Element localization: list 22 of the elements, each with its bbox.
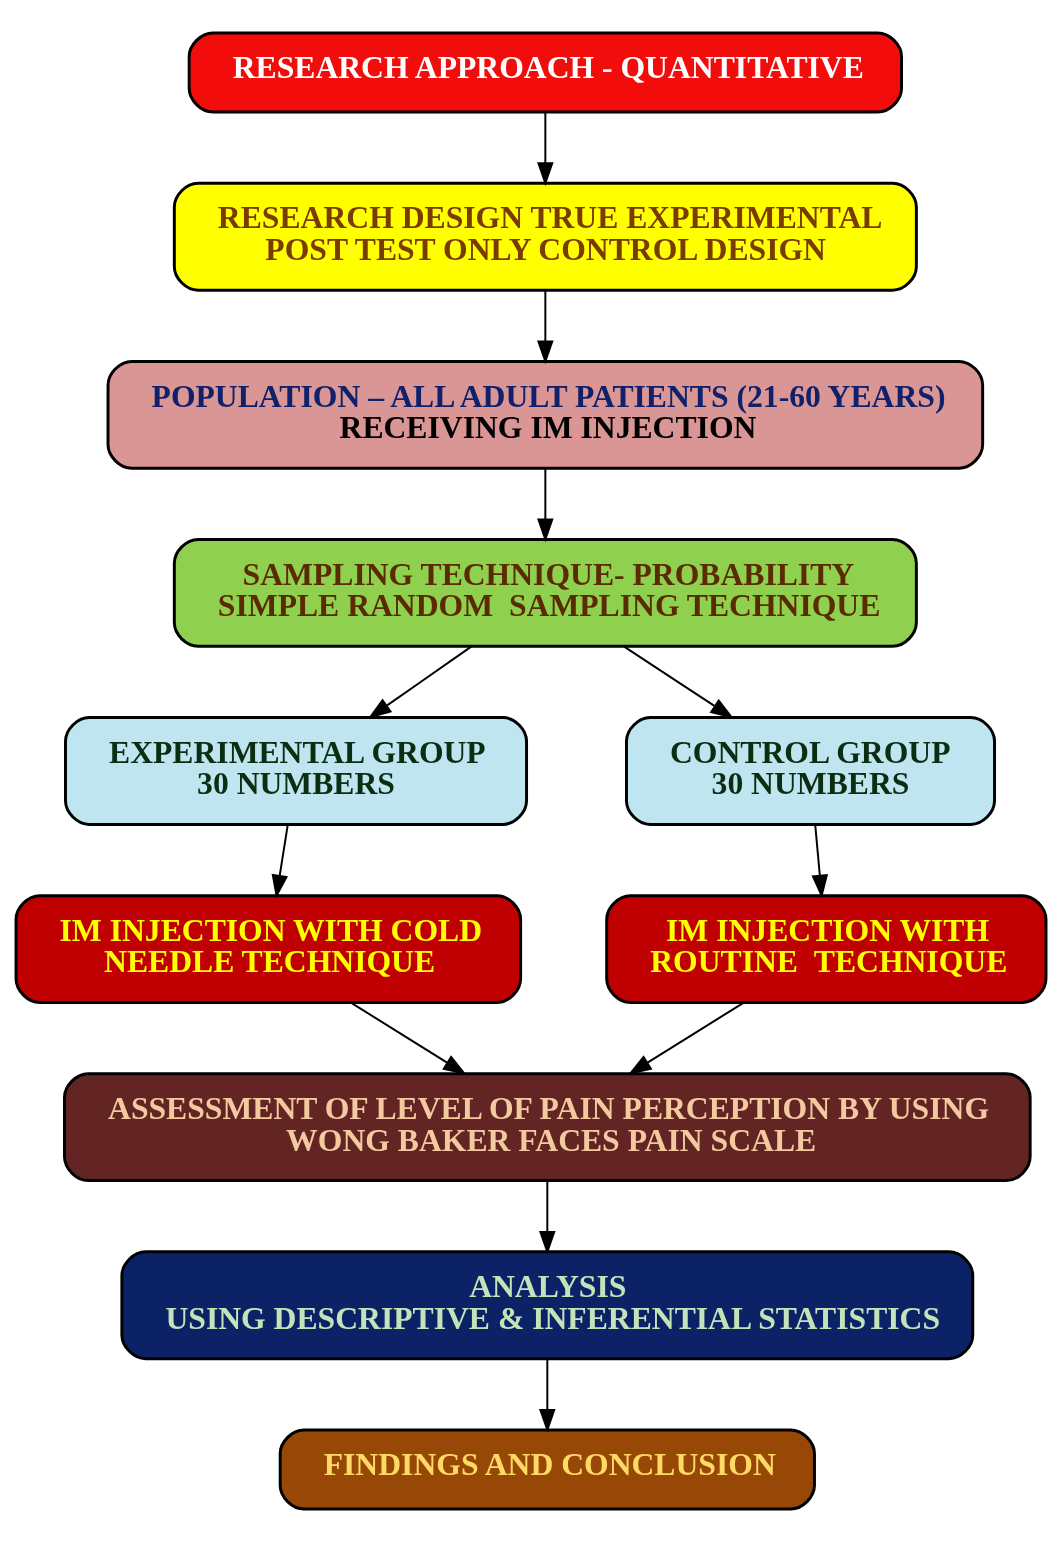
arrow [367,645,473,719]
arrow [623,645,734,719]
arrow [627,1001,745,1075]
node-box: EXPERIMENTAL GROUP 30 NUMBERS [64,716,529,826]
node-box: SAMPLING TECHNIQUE- PROBABILITY SIMPLE RANDOM SAMPLING TECHNIQUE [172,538,918,648]
node-box: POPULATION – ALL ADULT PATIENTS (21-60 YEARS) RECEIVING IM INJECTION [106,359,985,470]
node-box: RESEARCH DESIGN TRUE EXPERIMENTAL POST TEST ONLY CONTROL DESIGN [172,181,918,292]
node-box: RESEARCH APPROACH - QUANTITATIVE [187,31,903,114]
arrow [539,1180,556,1255]
arrow [537,289,554,365]
node-box: ASSESSMENT OF LEVEL OF PAIN PERCEPTION BY USING WONG BAKER FACES PAIN SCALE [63,1072,1032,1183]
node-box: ANALYSIS USING DESCRIPTIVE & INFERENTIAL STATISTICS [120,1250,975,1361]
arrow [539,1357,556,1433]
node-box: CONTROL GROUP 30 NUMBERS [625,716,996,826]
arrow [271,824,289,899]
arrow [537,111,554,187]
node-box: FINDINGS AND CONCLUSION [278,1428,816,1511]
arrow [811,824,829,899]
node-box: IM INJECTION WITH ROUTINE TECHNIQUE [605,894,1048,1004]
arrow [537,468,554,543]
arrow [350,1001,467,1075]
node-box: IM INJECTION WITH COLD NEEDLE TECHNIQUE [14,894,523,1004]
